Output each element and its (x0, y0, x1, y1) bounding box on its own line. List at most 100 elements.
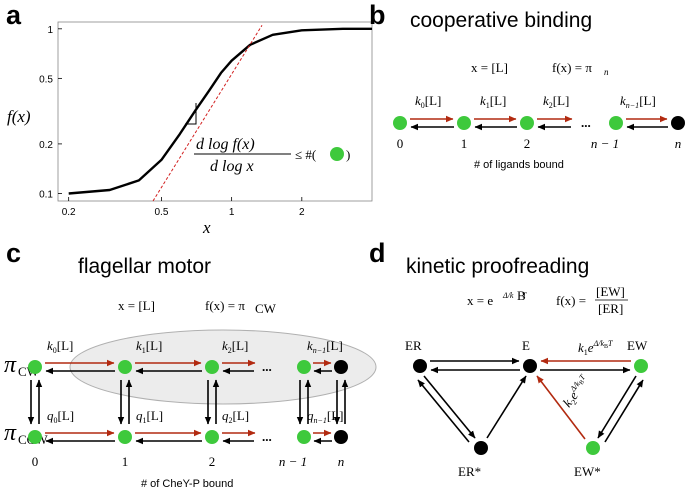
panel-d-eq-x-exp: Δ/k (502, 291, 514, 300)
panel-c-eq-x: x = [L] (118, 298, 155, 313)
state-label: 0 (32, 454, 39, 469)
rate-label: q2[L] (222, 408, 249, 425)
panel-b-eq-f-sub: n (604, 67, 609, 77)
state-label: 2 (524, 136, 531, 151)
panel-a-xlabel: x (202, 218, 211, 237)
arrow-ewstar-to-ew (604, 379, 644, 443)
x-tick-label: 0.5 (154, 207, 168, 218)
label-e: E (522, 338, 530, 353)
arrow-er-to-erstar (423, 375, 476, 439)
panel-c-eq-f-sub: CW (255, 301, 277, 316)
node-e (523, 359, 537, 373)
state-node (205, 360, 219, 374)
panel-b-eq-f: f(x) = π (552, 60, 592, 75)
state-label: 2 (209, 454, 216, 469)
panel-d-eq-f-den: [ER] (598, 301, 623, 316)
rate-k1-label: k1eΔ/kBT (578, 339, 613, 357)
panel-c-pi-cw: π (4, 352, 17, 378)
state-node (28, 430, 42, 444)
rate-label: k2[L] (222, 338, 248, 355)
node-ew (634, 359, 648, 373)
label-ew: EW (627, 338, 648, 353)
panel-c-lattice: ...k0[L]k1[L]k2[L]kn−1[L]...q0[L]q1[L]q2… (27, 338, 349, 469)
state-node (28, 360, 42, 374)
state-label: 1 (122, 454, 129, 469)
state-node-full (334, 430, 348, 444)
hill-curve (68, 27, 372, 195)
state-label: n (338, 454, 345, 469)
chain-dots: ... (581, 115, 591, 130)
state-node (457, 116, 471, 130)
node-er (413, 359, 427, 373)
panel-d-eq-x-exp-sub: B (517, 288, 526, 303)
state-label: n (675, 136, 682, 151)
panel-c-letter: c (6, 238, 21, 268)
panel-d-eq-x-exp-t: T (522, 291, 527, 300)
chain-dots: ... (262, 429, 272, 444)
y-tick-label: 0.1 (39, 189, 53, 200)
panel-a-plot-frame (57, 21, 373, 202)
x-tick-label: 0.2 (62, 207, 76, 218)
arrow-erstar-to-e (486, 375, 527, 439)
panel-c-title: flagellar motor (78, 255, 211, 278)
panel-a-slope-marker (185, 103, 197, 125)
chain-dots: ... (262, 359, 272, 374)
panel-a-green-site-icon (330, 147, 344, 161)
panel-d-eq-f-left: f(x) = (556, 293, 586, 308)
y-tick-label: 0.5 (39, 74, 53, 85)
panel-a-curves (68, 25, 372, 202)
rate-label: kn−1[L] (620, 93, 656, 110)
panel-c-caption: # of CheY-P bound (141, 478, 233, 487)
panel-d-eq-x: x = e Δ/k B T (467, 288, 527, 308)
panel-a-formula-numerator: d log f(x) (196, 136, 255, 153)
state-node (609, 116, 623, 130)
state-label: 1 (461, 136, 468, 151)
label-er: ER (405, 338, 422, 353)
panel-b-caption: # of ligands bound (474, 159, 564, 171)
arrow-ewstar-to-e (536, 375, 586, 440)
x-tick-label: 2 (299, 207, 305, 218)
y-tick-label: 1 (47, 25, 53, 36)
panel-d-eq-f-num: [EW] (596, 284, 625, 299)
panel-c-pi-ccw: π (4, 420, 17, 446)
x-tick-label: 1 (229, 207, 235, 218)
state-node (393, 116, 407, 130)
label-ewstar: EW* (574, 464, 601, 479)
rate-label: k2[L] (543, 93, 569, 110)
rate-label: qn−1[L] (307, 408, 344, 425)
panel-a-formula-denominator: d log x (210, 158, 254, 175)
panel-d-title: kinetic proofreading (406, 255, 589, 278)
rate-label: k1[L] (480, 93, 506, 110)
panel-a-letter: a (6, 0, 22, 30)
rate-k2-label: k2eΔ/kBT (559, 372, 595, 411)
panel-c-eq-f: f(x) = π (205, 298, 245, 313)
panel-a-formula-rhs-left: ≤ #( (295, 147, 316, 162)
state-label: n − 1 (591, 136, 619, 151)
panel-a-ylabel: f(x) (7, 107, 31, 126)
panel-a-formula-rhs-right: ) (346, 147, 350, 162)
state-node (205, 430, 219, 444)
state-node (118, 360, 132, 374)
rate-label: q1[L] (136, 408, 163, 425)
panel-b-letter: b (369, 0, 386, 30)
panel-b-eq-x: x = [L] (471, 60, 508, 75)
panel-d-letter: d (369, 238, 386, 268)
panel-d-eq-x-left: x = e (467, 293, 493, 308)
rate-label: k0[L] (415, 93, 441, 110)
node-erstar (474, 441, 488, 455)
rate-label: kn−1[L] (307, 338, 343, 355)
arrow-ew-to-ewstar (597, 375, 637, 439)
state-node-full (671, 116, 685, 130)
y-tick-label: 0.2 (39, 140, 53, 151)
state-label: n − 1 (279, 454, 307, 469)
rate-label: q0[L] (47, 408, 74, 425)
state-node-full (334, 360, 348, 374)
arrow-erstar-to-er (417, 379, 470, 443)
panel-a-axes: 0.2 0.5 1 2 0.1 0.2 0.5 1 (39, 25, 305, 218)
state-node (520, 116, 534, 130)
panel-b-title: cooperative binding (410, 9, 592, 32)
